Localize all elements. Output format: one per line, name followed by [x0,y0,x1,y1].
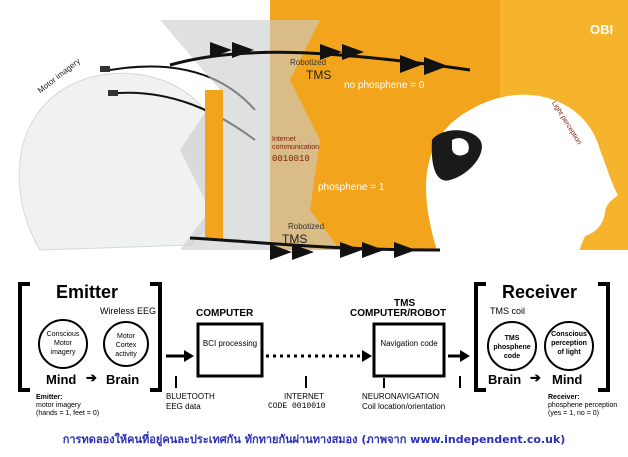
receiver-mind-label: Mind [552,372,583,387]
emitter-circle-1-label: Conscious Motor imagery [46,331,80,356]
tms-bottom-label: TMS [282,232,308,246]
thai-caption: การทดลองให้คนที่อยู่คนละประเทศกัน ทักทาย… [62,433,566,446]
receiver-footnote-title: Receiver: [548,394,580,401]
tms-computer-robot-title: COMPUTER/ROBOT [350,308,447,319]
receiver-footnote-line2: (yes = 1, no = 0) [548,410,599,417]
computer-box [196,322,264,378]
emitter-footnote-title: Emitter: [36,394,63,401]
emitter-circle-2 [103,321,149,367]
robotized-top-label: Robotized [290,58,327,67]
eeg-data-label: EEG data [166,402,201,411]
tms-top-label: TMS [306,68,332,82]
emitter-brain-label: Brain [106,372,140,387]
emitter-circle-2-label: Motor Cortex activity [115,333,137,358]
illustration [18,0,628,260]
receiver-footnote-line1: phosphene perception [548,402,618,409]
receiver-circle-1 [487,321,537,371]
top-arrow-row [169,42,471,75]
receiver-coil [431,130,482,181]
receiver-bracket-left [474,282,486,392]
bottom-arrow-row [189,236,441,260]
internet-label: INTERNET [284,392,324,401]
wireless-eeg-label: Wireless EEG [100,306,157,316]
receiver-title: Receiver [502,282,578,302]
computer-title: COMPUTER [196,308,254,319]
navigation-code-label: Navigation code [380,339,438,348]
emitter-mind-label: Mind [46,372,77,387]
robotized-bottom-label: Robotized [288,222,325,231]
neuronavigation-label: NEURONAVIGATION [362,392,440,401]
signal-bar [205,90,223,240]
emitter-bracket-left [18,282,30,392]
emitter-footnote-line2: (hands = 1, feet = 0) [36,410,100,417]
no-phosphene-label: no phosphene = 0 [344,80,425,91]
receiver-bracket-right [598,282,610,392]
receiver-circle-2 [544,321,594,371]
receiver-brain-label: Brain [488,372,522,387]
phosphene-label: phosphene = 1 [318,182,385,193]
emitter-footnote-line1: motor imagery [36,402,81,409]
tms-coil-label: TMS coil [490,306,526,316]
coil-location-label: Coil location/orientation [362,402,446,411]
internet-communication-label: Internet communication [272,136,320,151]
code-label: 0010010 [272,154,310,164]
bci-processing-label: BCI processing [202,339,258,348]
tms-title: TMS [394,298,416,309]
receiver-arrow-icon: ➔ [530,370,541,385]
emitter-circle-1 [38,319,88,369]
electrode [100,66,110,72]
receiver-circle-2-label: Conscious perception of light [551,331,587,356]
receiver-circle-1-label: TMS phosphene code [493,335,531,360]
electrode [108,90,118,96]
emitter-arrow-icon: ➔ [86,370,97,385]
flow-diagram [18,282,610,392]
bluetooth-label: BLUETOOTH [166,392,215,401]
tms-box [372,322,446,378]
internet-code-label: CODE 0010010 [268,402,326,411]
obi-logo: OBI [590,22,614,37]
emitter-bracket-right [150,282,162,392]
emitter-title: Emitter [56,282,119,302]
